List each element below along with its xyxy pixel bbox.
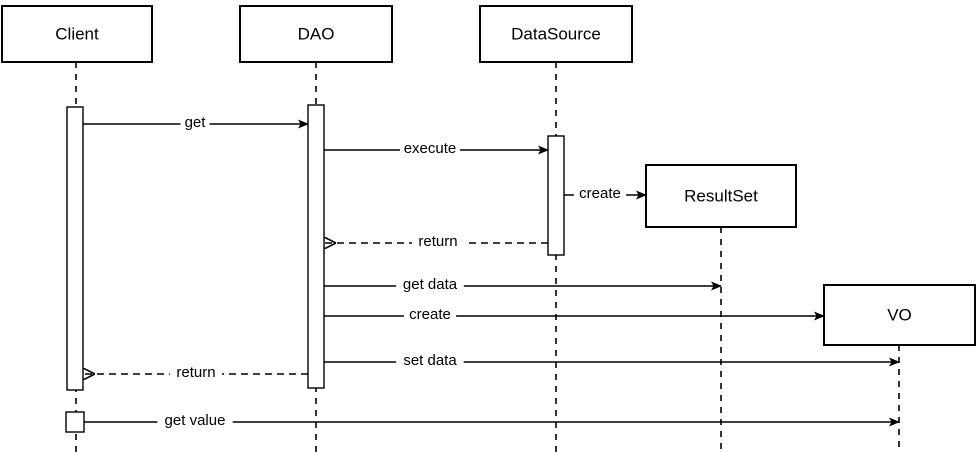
participant-box-dao[interactable] bbox=[239, 5, 393, 63]
participant-box-client[interactable] bbox=[1, 5, 153, 63]
participant-dao[interactable]: DAO bbox=[239, 5, 393, 63]
participant-box-vo[interactable] bbox=[823, 284, 976, 346]
messages-layer: get execute create return get data create set … bbox=[83, 114, 900, 431]
participant-label-client: Client bbox=[55, 24, 99, 43]
message-label-msg-get-data: get data bbox=[403, 276, 458, 293]
message-label-msg-get-value: get value bbox=[165, 412, 226, 429]
message-label-bg-msg-set-data bbox=[396, 353, 464, 371]
message-msg-get-data[interactable]: get data bbox=[324, 276, 722, 295]
message-label-bg-msg-return-2 bbox=[169, 365, 223, 383]
message-label-msg-get: get bbox=[185, 114, 207, 131]
message-label-msg-set-data: set data bbox=[403, 352, 457, 369]
participant-label-vo: VO bbox=[887, 305, 912, 324]
message-msg-get[interactable]: get bbox=[83, 114, 309, 133]
message-label-bg-msg-get-value bbox=[157, 413, 233, 431]
participant-label-datasource: DataSource bbox=[511, 24, 601, 43]
activation-bar-client-main bbox=[66, 106, 84, 391]
message-msg-get-value[interactable]: get value bbox=[84, 412, 900, 431]
message-msg-return-2[interactable]: return bbox=[83, 364, 308, 383]
message-label-bg-msg-execute bbox=[400, 141, 460, 159]
activation-bar-datasource-main bbox=[547, 135, 565, 256]
participant-client[interactable]: Client bbox=[1, 5, 153, 63]
message-label-bg-msg-get bbox=[180, 115, 210, 133]
message-label-bg-msg-create-vo bbox=[403, 307, 457, 325]
message-label-bg-msg-return-1 bbox=[411, 234, 465, 252]
message-msg-create-vo[interactable]: create bbox=[324, 306, 825, 325]
participant-label-resultset: ResultSet bbox=[684, 186, 758, 205]
activation-bar-client-second bbox=[65, 411, 85, 433]
message-label-msg-execute: execute bbox=[404, 140, 457, 157]
participant-resultset[interactable]: ResultSet bbox=[645, 164, 797, 228]
message-label-msg-return-1: return bbox=[418, 233, 457, 250]
participant-label-dao: DAO bbox=[298, 24, 335, 43]
participant-box-datasource[interactable] bbox=[479, 5, 633, 63]
message-msg-create-rs[interactable]: create bbox=[564, 185, 647, 204]
message-label-msg-return-2: return bbox=[176, 364, 215, 381]
message-label-msg-create-vo: create bbox=[409, 306, 451, 323]
participant-box-resultset[interactable] bbox=[645, 164, 797, 228]
message-msg-execute[interactable]: execute bbox=[324, 140, 549, 159]
activation-bar-dao-main bbox=[307, 104, 325, 389]
message-msg-set-data[interactable]: set data bbox=[324, 352, 900, 371]
message-label-msg-create-rs: create bbox=[579, 185, 621, 202]
participant-vo[interactable]: VO bbox=[823, 284, 976, 346]
message-label-bg-msg-get-data bbox=[396, 277, 464, 295]
participant-datasource[interactable]: DataSource bbox=[479, 5, 633, 63]
message-label-bg-msg-create-rs bbox=[573, 186, 627, 204]
activations-layer bbox=[65, 104, 565, 433]
message-msg-return-1[interactable]: return bbox=[324, 233, 548, 252]
